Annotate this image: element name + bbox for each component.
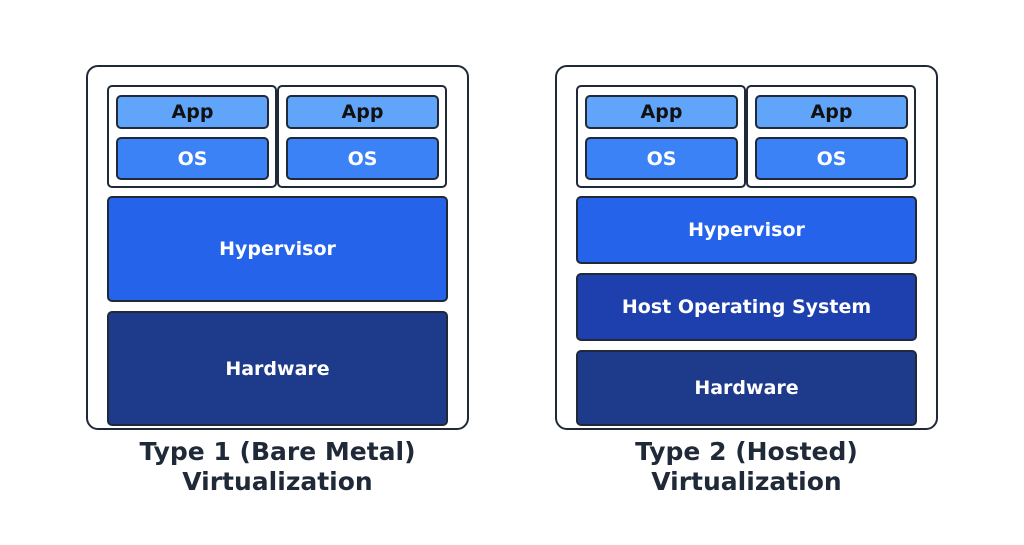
type2-vm-2-os: OS [755,137,908,180]
type1-caption-line1: Type 1 (Bare Metal) [139,437,416,466]
type2-hardware-layer: Hardware [576,350,917,426]
type2-vm-2-app: App [755,95,908,129]
type1-vm-2-os: OS [286,137,439,180]
type2-host-os-layer: Host Operating System [576,273,917,341]
type1-hypervisor-layer: Hypervisor [107,196,448,302]
type1-vm-1: App OS [107,85,277,188]
type2-caption-line1: Type 2 (Hosted) [635,437,858,466]
type2-caption: Type 2 (Hosted) Virtualization [555,437,938,497]
type1-caption: Type 1 (Bare Metal) Virtualization [86,437,469,497]
type1-vm-2-app: App [286,95,439,129]
type1-vm-2: App OS [277,85,447,188]
type1-vm-1-os: OS [116,137,269,180]
type1-caption-line2: Virtualization [182,467,373,496]
type2-vm-1-os: OS [585,137,738,180]
type2-hypervisor-layer: Hypervisor [576,196,917,264]
type2-vm-2: App OS [746,85,916,188]
type1-diagram: App OS App OS Hypervisor Hardware [86,65,469,430]
type2-vm-1: App OS [576,85,746,188]
type2-vm-1-app: App [585,95,738,129]
type1-hardware-layer: Hardware [107,311,448,426]
type2-diagram: App OS App OS Hypervisor Host Operating … [555,65,938,430]
type1-vm-1-app: App [116,95,269,129]
type2-caption-line2: Virtualization [651,467,842,496]
